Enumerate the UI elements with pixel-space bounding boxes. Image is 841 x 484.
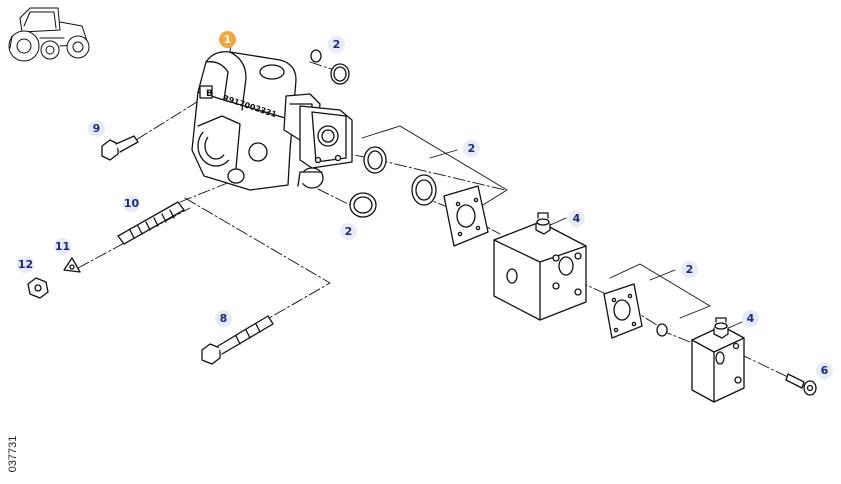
bolt-part-8 [201,315,274,365]
screw-part-6 [785,373,817,396]
callout-2[interactable]: 2 [681,261,698,278]
callout-4[interactable]: 4 [742,310,759,327]
callout-2[interactable]: 2 [328,36,345,53]
valve-body-part-1 [191,51,353,191]
seal-ring [656,323,668,337]
callout-9[interactable]: 9 [88,120,105,137]
seal-rings-part-2 [310,49,668,337]
washer-part-11 [63,257,81,273]
sandwich-block [493,212,587,321]
nut-part-12 [27,277,49,299]
gasket-plates [443,185,643,339]
callout-4[interactable]: 4 [568,210,585,227]
callout-11[interactable]: 11 [54,238,71,255]
seal-ring [310,49,322,63]
callout-2[interactable]: 2 [340,223,357,240]
callout-1[interactable]: 1 [219,31,236,48]
valve-block-letter: B [206,89,213,99]
document-number: 037731 [7,435,19,473]
assembly-axis-lines [77,61,791,379]
callout-8[interactable]: 8 [215,310,232,327]
callout-6[interactable]: 6 [816,362,833,379]
end-block [691,317,745,403]
callout-10[interactable]: 10 [123,195,140,212]
bolt-part-9 [101,135,139,161]
tractor-icon [8,7,90,62]
stud-part-10 [117,201,185,245]
callout-2[interactable]: 2 [463,140,480,157]
callout-12[interactable]: 12 [17,256,34,273]
